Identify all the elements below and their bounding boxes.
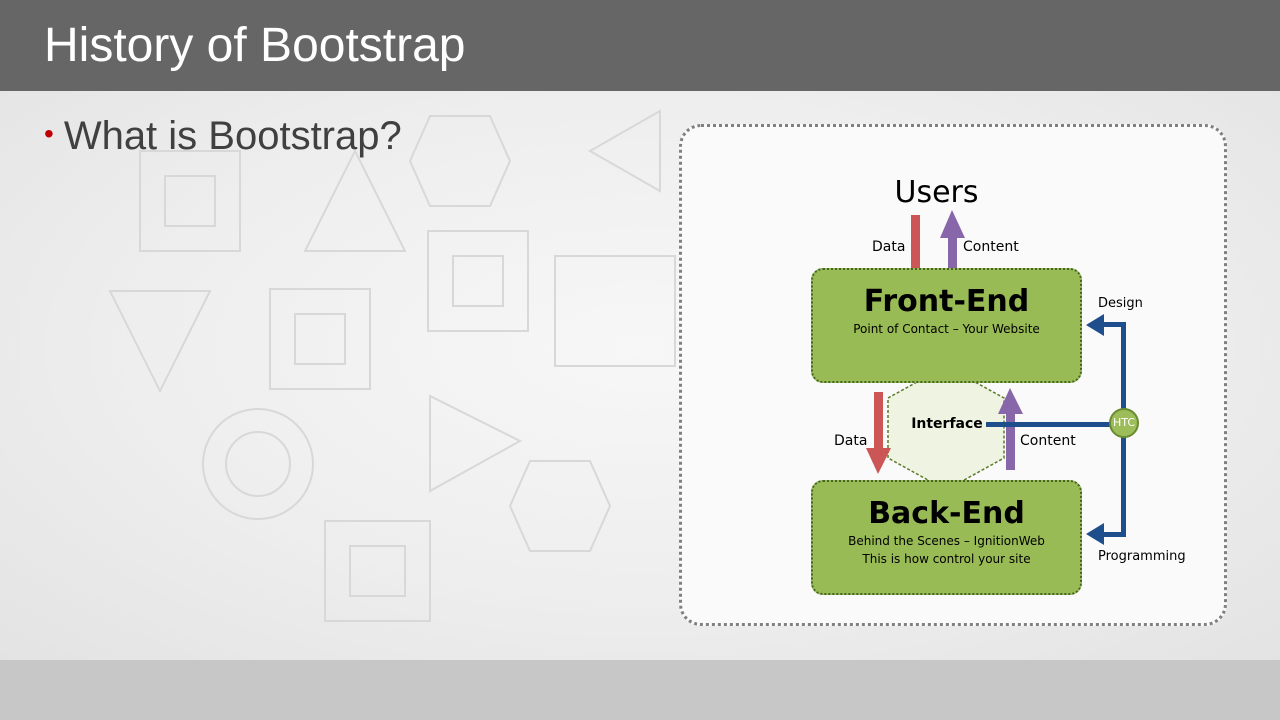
top-content-label: Content: [963, 239, 1019, 255]
back-end-box: Back-End Behind the Scenes – IgnitionWeb…: [811, 480, 1082, 595]
mid-data-label: Data: [834, 433, 868, 449]
bullet-dot: •: [44, 118, 54, 149]
back-end-line1: Behind the Scenes – IgnitionWeb: [848, 534, 1045, 548]
bullet-text: What is Bootstrap?: [63, 114, 402, 158]
title-bar: History of Bootstrap: [0, 0, 1280, 91]
front-end-box: Front-End Point of Contact – Your Websit…: [811, 268, 1082, 383]
back-end-title: Back-End: [868, 496, 1025, 531]
footer-bar: [0, 660, 1280, 720]
mid-data-arrow: [866, 392, 891, 474]
slide-title: History of Bootstrap: [44, 19, 466, 72]
top-content-arrow: [940, 210, 965, 294]
programming-label: Programming: [1098, 549, 1186, 564]
background-pattern: [108, 109, 676, 622]
back-end-line2: This is how control your site: [862, 552, 1031, 566]
front-end-subtitle: Point of Contact – Your Website: [853, 322, 1040, 336]
mid-content-label: Content: [1020, 433, 1076, 449]
mid-content-arrow: [998, 388, 1023, 470]
top-data-label: Data: [872, 239, 906, 255]
users-label: Users: [894, 175, 979, 210]
design-label: Design: [1098, 296, 1143, 311]
interface-label: Interface: [911, 416, 983, 432]
front-end-title: Front-End: [863, 284, 1030, 319]
bullet-item: • What is Bootstrap?: [44, 111, 402, 159]
htc-node: HTC: [1109, 408, 1139, 438]
